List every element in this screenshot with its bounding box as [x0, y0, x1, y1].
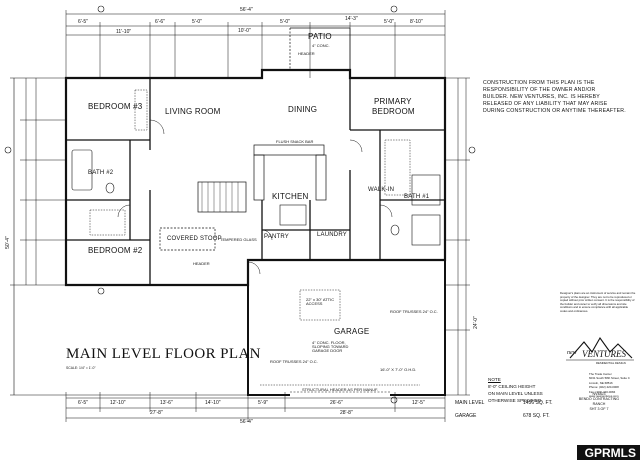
dim-left-total: 50'-4" [4, 236, 11, 249]
watermark-badge: GPRMLS [576, 445, 640, 460]
plan-title: MAIN LEVEL FLOOR PLAN [66, 346, 261, 362]
area-main-label: MAIN LEVEL [455, 400, 485, 406]
contact-line: Fax: (402) 420-0084 [589, 389, 616, 394]
dim-top-1: 6'-5" [78, 19, 88, 25]
area-garage-label: GARAGE [455, 413, 477, 419]
room-label-primary-2: BEDROOM [372, 107, 415, 116]
plan-builder: BENDO CONTRACTING [578, 397, 620, 401]
dim-top-total: 56'-4" [240, 7, 253, 13]
garage-door-label: 16'-0" X 7'-0" O.H.D. [380, 367, 417, 372]
room-label-pantry: PANTRY [264, 234, 289, 240]
dim-top-4: 5'-0" [192, 19, 202, 25]
notice-line: RESPONSIBILITY OF THE OWNER AND/OR [483, 87, 596, 93]
dim-top-5: 10'-0" [238, 28, 251, 34]
brand-small: new [567, 350, 577, 356]
area-main-value: 1456 SQ. FT. [523, 400, 553, 406]
room-label-bath-1: BATH #1 [404, 194, 430, 200]
dim-bottom-2: 12'-10" [110, 400, 126, 406]
new-ventures-logo-icon [566, 336, 634, 361]
garage-description: 4" CONC. FLOOR, SLOPING TOWARD GARAGE DO… [312, 340, 349, 353]
note-line: NOTE [488, 377, 501, 382]
dim-top-6: 5'-0" [280, 19, 290, 25]
dim-bottom-4: 14'-10" [205, 400, 221, 406]
plan-scale: SCALE: 1/4" = 1'-0" [66, 366, 96, 370]
notice-line: RELEASED OF ANY LIABILITY THAT MAY ARISE [483, 101, 608, 107]
room-label-patio: PATIO [308, 32, 332, 41]
notice-line: BUILDER. NEW VENTURES, INC. IS HEREBY [483, 94, 600, 100]
structural-header-label: STRUCTURAL HEADER AS PER MANUF. [302, 387, 379, 392]
dim-bottom-sub-2: 28'-8" [340, 410, 353, 416]
designer-disclaimer: Designer's plans are an instrument of se… [560, 291, 636, 313]
contact-line: 6031 South 58th Street, Suite C [589, 376, 630, 381]
room-label-covered-stoop: COVERED STOOP [167, 236, 222, 242]
dim-right-total: 24'-0" [472, 316, 479, 329]
dim-bottom-1: 6'-5" [78, 400, 88, 406]
room-label-bedroom-2: BEDROOM #2 [88, 246, 143, 255]
header-label-2: HEADER [193, 261, 210, 266]
note-line: 8'-0" CEILING HEIGHT [488, 384, 536, 389]
label-tempered-glass: TEMPERED GLASS [220, 237, 257, 242]
roof-trusses-label-2: ROOF TRUSSES 24" O.C. [270, 359, 318, 364]
room-label-kitchen: KITCHEN [272, 192, 309, 201]
contact-line: The Trade Center [589, 372, 612, 376]
room-label-laundry: LAUNDRY [317, 232, 347, 238]
roof-trusses-label: ROOF TRUSSES 24" O.C. [390, 309, 438, 314]
room-label-bath-2: BATH #2 [88, 170, 114, 176]
dim-top-3: 6'-6" [155, 19, 165, 25]
room-label-living-room: LIVING ROOM [165, 107, 221, 116]
dim-bottom-total: 56'-4" [240, 419, 253, 425]
room-label-garage: GARAGE [334, 327, 370, 336]
brand-subtitle: RESIDENTIAL DESIGN [596, 361, 626, 365]
contact-line: www.newventures.com [589, 394, 619, 399]
area-table: MAIN LEVEL 1456 SQ. FT. GARAGE 678 SQ. FT. [455, 397, 552, 423]
notice-line: DURING CONSTRUCTION OR ANYTIME THEREAFTE… [483, 108, 626, 114]
brand-contact: The Trade Center 6031 South 58th Street,… [589, 372, 630, 398]
plan-id-block: NV4823 BENDO CONTRACTING RANCH SHT 3 OF … [567, 392, 631, 412]
dim-top-8: 5'-0" [384, 19, 394, 25]
patio-description: 4" CONC. [312, 43, 330, 48]
liability-notice: CONSTRUCTION FROM THIS PLAN IS THE RESPO… [483, 80, 633, 115]
brand-name: VENTURES [582, 349, 626, 359]
dim-bottom-6: 26'-6" [330, 400, 343, 406]
dim-bottom-5: 5'-9" [258, 400, 268, 406]
room-label-primary-1: PRIMARY [374, 97, 412, 106]
room-label-walk-in: WALK-IN [368, 187, 395, 193]
dim-bottom-7: 12'-5" [412, 400, 425, 406]
label-flush-snack-bar: FLUSH SNACK BAR [276, 139, 314, 144]
dim-top-9: 8'-10" [410, 19, 423, 25]
plan-number: NV4823 [592, 392, 606, 396]
header-label: HEADER [298, 51, 315, 56]
ceiling-note: NOTE 8'-0" CEILING HEIGHT ON MAIN LEVEL … [488, 376, 543, 404]
plan-sheet: SHT 3 OF 7 [589, 407, 609, 411]
attic-access-label: 22" x 30" ATTIC ACCESS [306, 297, 335, 306]
contact-line: Phone: (402) 420-0008 [589, 385, 619, 390]
dim-top-7: 14'-3" [345, 16, 358, 22]
room-label-bedroom-3: BEDROOM #3 [88, 102, 143, 111]
dim-bottom-3: 13'-6" [160, 400, 173, 406]
note-line: ON MAIN LEVEL UNLESS [488, 391, 543, 396]
notice-line: CONSTRUCTION FROM THIS PLAN IS THE [483, 80, 595, 86]
note-line: OTHERWISE SPECIFIED. [488, 398, 543, 403]
dim-top-2: 11'-10" [116, 29, 132, 35]
plan-style: RANCH [592, 402, 606, 406]
contact-line: Lincoln, NE 68516 [589, 380, 613, 385]
area-garage-value: 678 SQ. FT. [523, 413, 550, 419]
room-label-dining: DINING [288, 105, 318, 114]
dim-bottom-sub-1: 27'-8" [150, 410, 163, 416]
